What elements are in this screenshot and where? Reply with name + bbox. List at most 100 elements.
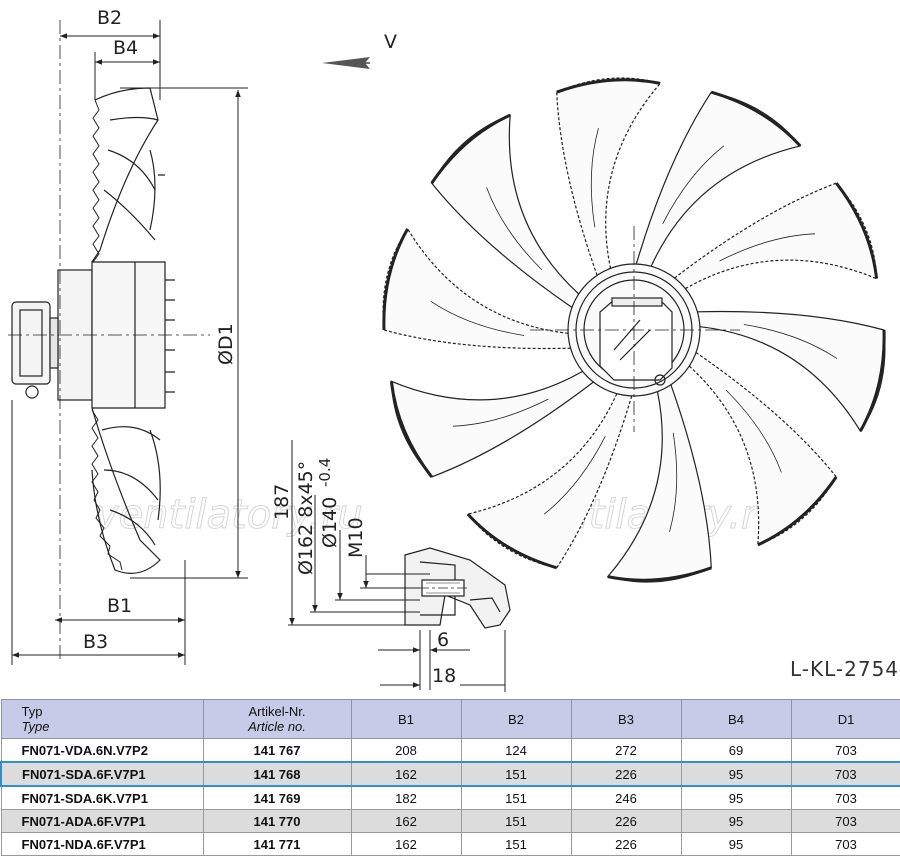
blade-rib (662, 145, 725, 224)
blade-rib (486, 187, 543, 271)
blade-rib (543, 436, 606, 515)
cell-d1: 703 (790, 761, 900, 787)
fan-blade (635, 91, 802, 267)
side-blade-outline (91, 87, 165, 574)
blade-tip (710, 90, 802, 147)
mount-detail (400, 547, 511, 629)
blade-rib (452, 398, 549, 427)
detail-dimensions (288, 440, 506, 692)
blade-tip (757, 476, 838, 547)
header-article-sub: Article no. (248, 719, 306, 734)
cell-b4: 69 (680, 738, 792, 763)
drawing-reference: L-KL-2754 (790, 657, 899, 681)
blade-tip (859, 329, 886, 432)
label-d1: ØD1 (215, 323, 237, 365)
blade-tip (430, 113, 511, 184)
cell-b1: 208 (350, 738, 462, 763)
label-v: V (384, 31, 397, 53)
header-d1: D1 (790, 699, 900, 739)
header-article: Artikel-Nr. Article no. (202, 699, 352, 739)
serrated-edge (92, 99, 100, 263)
label-b2: B2 (97, 7, 122, 29)
table-row[interactable]: FN071-SDA.6K.V7P1 141 769 182 151 246 95… (0, 785, 900, 810)
label-bore: Ø140 (319, 497, 341, 548)
table-row[interactable]: FN071-ADA.6F.V7P1 141 770 162 151 226 95… (0, 809, 900, 833)
cell-article: 141 770 (202, 809, 352, 833)
cell-d1: 703 (790, 738, 900, 763)
header-type-main: Typ (21, 704, 43, 719)
cell-b4: 95 (680, 785, 792, 810)
blade-rib (719, 233, 816, 262)
cell-b3: 272 (570, 738, 682, 763)
label-187: 187 (271, 484, 293, 520)
hub-square (599, 299, 673, 381)
label-6: 6 (437, 629, 449, 651)
fan-blade (390, 370, 595, 478)
terminal-box (11, 301, 51, 385)
table-row[interactable]: FN071-NDA.6F.V7P1 141 771 162 151 226 95… (0, 832, 900, 856)
cell-type: FN071-SDA.6K.V7P1 (0, 785, 204, 810)
header-article-main: Artikel-Nr. (248, 704, 306, 719)
cell-b4: 95 (680, 809, 792, 833)
front-view (382, 77, 886, 583)
cell-article: 141 769 (202, 785, 352, 810)
cell-type: FN071-NDA.6F.V7P1 (0, 832, 204, 856)
label-b4: B4 (113, 37, 138, 59)
blade-rib (743, 324, 838, 359)
cell-type: FN071-VDA.6N.V7P2 (0, 738, 204, 763)
cell-b2: 151 (460, 761, 572, 787)
cell-b3: 226 (570, 761, 682, 787)
blade-rib (430, 301, 525, 336)
blade-tip (835, 182, 879, 279)
blade-rib (725, 389, 782, 473)
blade-tip (382, 228, 409, 331)
header-type: Typ Type (0, 699, 204, 739)
fan-blade (696, 310, 886, 433)
airflow-arrow (322, 57, 370, 69)
label-b3: B3 (83, 631, 108, 653)
fan-blade (466, 393, 633, 569)
cell-b2: 151 (460, 809, 572, 833)
cell-d1: 703 (790, 785, 900, 810)
blade-tip (607, 566, 712, 582)
cell-d1: 703 (790, 809, 900, 833)
cell-b2: 151 (460, 832, 572, 856)
table-row-selected[interactable]: FN071-SDA.6F.V7P1 141 768 162 151 226 95… (0, 761, 900, 787)
cell-article: 141 771 (202, 832, 352, 856)
side-view (8, 20, 210, 660)
cell-b4: 95 (680, 832, 792, 856)
label-bolt-circle: Ø162 8x45° (295, 461, 317, 575)
fan-blade (606, 383, 712, 583)
cell-b1: 182 (350, 785, 462, 810)
cell-b3: 226 (570, 832, 682, 856)
fan-technical-drawing: ventilatory.ru ventilatory.ru B (8, 7, 899, 692)
label-thread: M10 (345, 517, 367, 558)
watermark-left: ventilatory.ru (95, 492, 363, 538)
cell-b4: 95 (680, 761, 792, 787)
blade-rib (669, 432, 678, 533)
cell-article: 141 767 (202, 738, 352, 763)
cell-b1: 162 (350, 761, 462, 787)
header-b2: B2 (460, 699, 572, 739)
fan-blade (430, 114, 580, 309)
fan-blade (688, 351, 838, 546)
cell-b2: 124 (460, 738, 572, 763)
fan-blade (673, 182, 878, 290)
header-b3: B3 (570, 699, 682, 739)
header-b1: B1 (350, 699, 462, 739)
cell-article: 141 768 (202, 761, 352, 787)
fan-blade (382, 227, 572, 350)
cell-b2: 151 (460, 785, 572, 810)
cell-b1: 162 (350, 832, 462, 856)
blade-rib (590, 127, 599, 228)
cell-b1: 162 (350, 809, 462, 833)
fan-blade (556, 77, 662, 277)
cell-b3: 226 (570, 809, 682, 833)
label-bore-tolerance: -0.4 (316, 458, 334, 487)
cell-b3: 246 (570, 785, 682, 810)
table-row[interactable]: FN071-VDA.6N.V7P2 141 767 208 124 272 69… (0, 738, 900, 763)
cell-type: FN071-ADA.6F.V7P1 (0, 809, 204, 833)
label-b1: B1 (107, 595, 132, 617)
blade-tip (389, 381, 433, 478)
cell-d1: 703 (790, 832, 900, 856)
